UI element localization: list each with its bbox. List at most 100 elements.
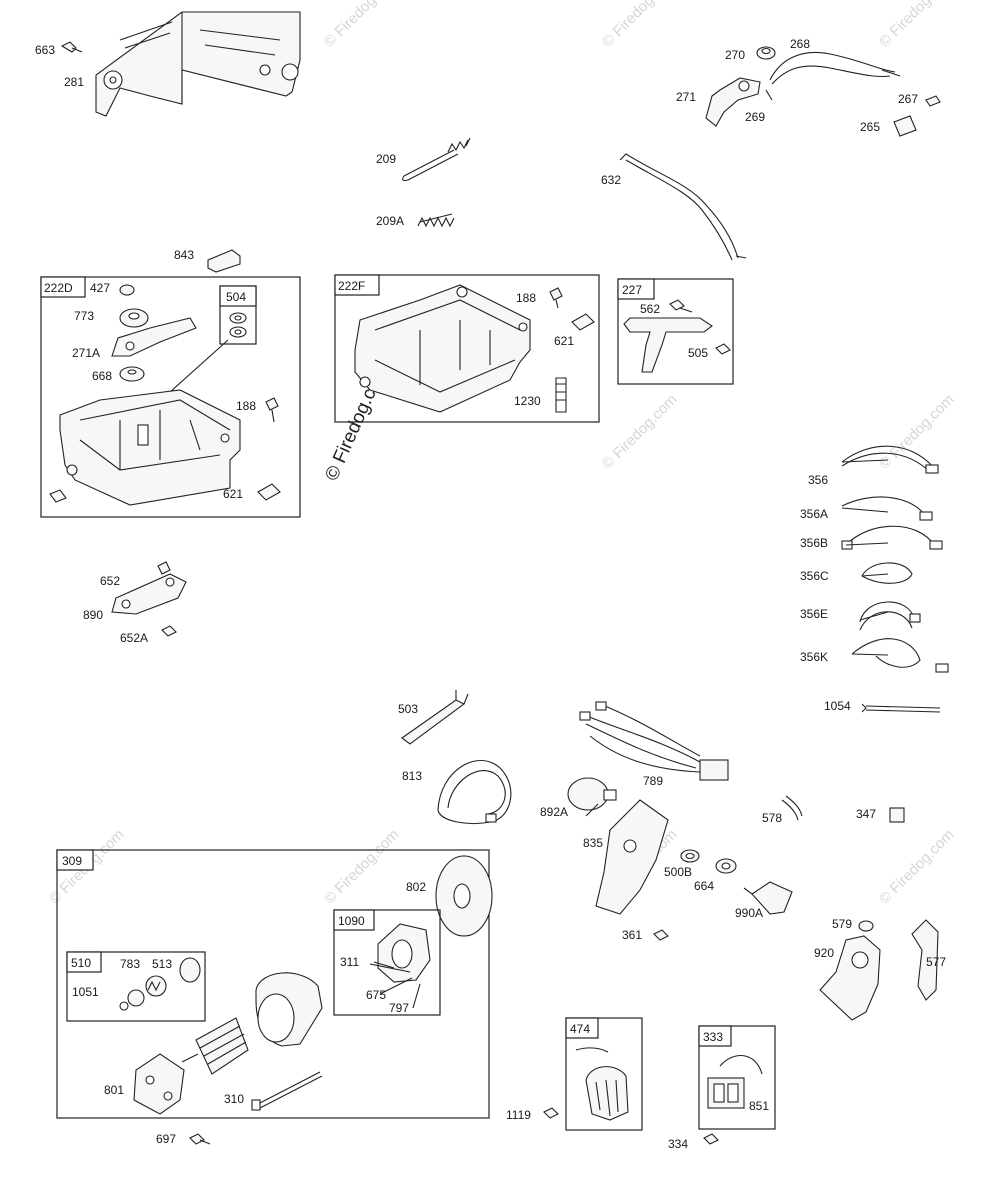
kit-474-frame [565, 1017, 643, 1131]
part-663-screw [60, 41, 83, 53]
part-333-coil [707, 1054, 763, 1109]
callout-334: 334 [668, 1137, 688, 1151]
kit-1090-label: 1090 [338, 914, 365, 928]
part-271-throttle-lever [705, 77, 761, 127]
callout-267: 267 [898, 92, 918, 106]
callout-270: 270 [725, 48, 745, 62]
callout-labels: 663 281 270 268 271 269 267 265 209 209A… [35, 37, 946, 1151]
kit-504-label: 504 [226, 290, 246, 304]
callout-835: 835 [583, 836, 603, 850]
callout-797: 797 [389, 1001, 409, 1015]
callout-890: 890 [83, 608, 103, 622]
part-222F-bracket [354, 284, 531, 413]
part-361-screw [653, 929, 669, 941]
callout-209: 209 [376, 152, 396, 166]
kit-474-label: 474 [570, 1022, 590, 1036]
callout-801: 801 [104, 1083, 124, 1097]
part-632-link [619, 153, 747, 261]
callout-562: 562 [640, 302, 660, 316]
part-802-plate [435, 855, 493, 937]
callout-265: 265 [860, 120, 880, 134]
callout-356K: 356K [800, 650, 828, 664]
kit-222F-label: 222F [338, 279, 365, 293]
part-801-end-cap [133, 1053, 185, 1115]
part-267-screw [925, 95, 941, 107]
callout-632: 632 [601, 173, 621, 187]
part-222D-bracket [59, 389, 241, 506]
kit-227-tag [617, 278, 655, 300]
part-screw-222D [49, 489, 67, 503]
callout-789: 789 [643, 774, 663, 788]
part-920-solenoid [819, 935, 881, 1021]
part-1090-brush-plate [369, 923, 431, 983]
kit-222D-tag [40, 276, 86, 298]
callout-311: 311 [340, 955, 359, 969]
callout-269: 269 [745, 110, 765, 124]
callout-268: 268 [790, 37, 810, 51]
part-652-screw [157, 561, 171, 575]
part-188-bolt-a [265, 397, 279, 423]
callout-347: 347 [856, 807, 876, 821]
watermark: © Firedog.com [321, 826, 403, 908]
watermark: © Firedog.com [876, 391, 958, 473]
kit-1090-frame [333, 909, 441, 1016]
part-188-bolt-b [549, 287, 563, 309]
part-579-nut [858, 920, 874, 932]
callout-652: 652 [100, 574, 120, 588]
part-310-bolt [251, 1071, 323, 1111]
part-269-pin [765, 89, 773, 101]
callout-356C: 356C [800, 569, 829, 583]
callout-503: 503 [398, 702, 418, 716]
part-209-spring [402, 137, 471, 182]
kit-510-tag [66, 951, 102, 973]
callout-851: 851 [749, 1099, 769, 1113]
part-209A-spring [417, 213, 455, 228]
callout-271: 271 [676, 90, 696, 104]
callout-578: 578 [762, 811, 782, 825]
part-510-drive-kit [119, 957, 201, 1011]
callout-427: 427 [90, 281, 110, 295]
kit-227-frame [617, 278, 734, 385]
kit-309-label: 309 [62, 854, 82, 868]
callout-773: 773 [74, 309, 94, 323]
callout-652A: 652A [120, 631, 148, 645]
part-843-pad [207, 249, 241, 273]
part-890-bracket [111, 573, 187, 615]
part-1230-stud [555, 377, 567, 413]
callout-356B: 356B [800, 536, 828, 550]
callout-668: 668 [92, 369, 112, 383]
part-789-harness [579, 701, 729, 781]
callout-783: 783 [120, 957, 140, 971]
part-334-screw [703, 1133, 719, 1145]
part-271A-lever [111, 317, 197, 357]
callout-310: 310 [224, 1092, 244, 1106]
part-664-washer [715, 858, 737, 874]
part-armature [181, 1017, 249, 1075]
part-892A-switch [567, 777, 617, 811]
part-773-washer [119, 308, 149, 328]
callout-356: 356 [808, 473, 828, 487]
callout-1230: 1230 [514, 394, 541, 408]
part-503-strip [401, 690, 469, 745]
kit-333-label: 333 [703, 1030, 723, 1044]
part-227-bracket [623, 317, 713, 373]
callout-188-a: 188 [236, 399, 256, 413]
part-621-clip-b [571, 313, 595, 331]
callout-663: 663 [35, 43, 55, 57]
callout-990A: 990A [735, 906, 763, 920]
kit-333-frame [698, 1025, 776, 1130]
watermark: © Firedog.com [876, 826, 958, 908]
callout-577: 577 [926, 955, 946, 969]
part-265-clip [893, 115, 917, 137]
kit-309-tag [56, 849, 94, 871]
callout-188-b: 188 [516, 291, 536, 305]
part-1119-screw [543, 1107, 559, 1119]
callout-621-b: 621 [554, 334, 574, 348]
watermark: © Firedog.com [599, 0, 681, 51]
callout-1119: 1119 [506, 1108, 531, 1122]
callout-802: 802 [406, 880, 426, 894]
callout-697: 697 [156, 1132, 176, 1146]
kit-222F-frame [334, 274, 600, 423]
callout-500B: 500B [664, 865, 692, 879]
part-281-control-bracket [95, 11, 301, 117]
